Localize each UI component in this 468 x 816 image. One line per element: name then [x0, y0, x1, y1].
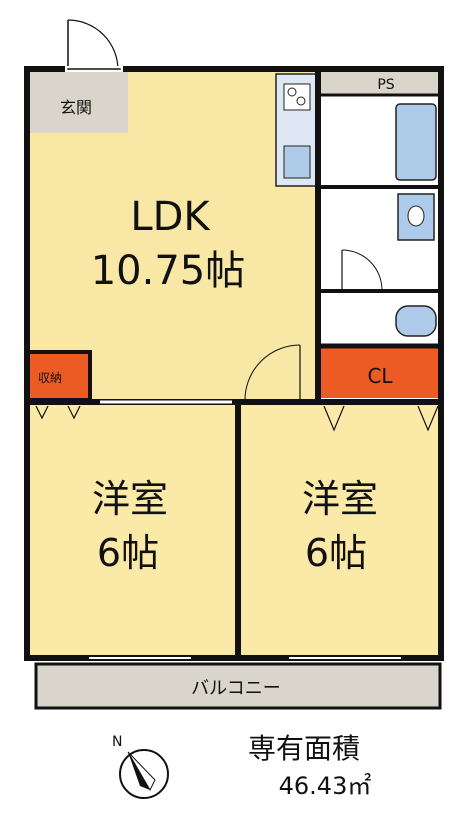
storage-area [28, 352, 90, 400]
closet-door-marks [35, 405, 439, 432]
compass-north-label: N [112, 734, 122, 750]
compass: N [112, 734, 169, 799]
storage-label: 収納 [38, 371, 62, 385]
western-room-1 [28, 404, 236, 656]
balcony-area [34, 662, 442, 710]
genkan-label: 玄関 [60, 98, 92, 117]
area-label: 専有面積 [248, 732, 360, 765]
closet-label: CL [367, 364, 393, 388]
ps-area [320, 72, 440, 94]
kitchen-counter [275, 73, 317, 187]
western-room-1-name: 洋室 [92, 477, 168, 521]
western-room-2 [240, 404, 440, 656]
ldk-label: LDK [130, 194, 211, 240]
washroom [320, 188, 440, 291]
ldk-size: 10.75帖 [91, 248, 246, 294]
balcony-label: バルコニー [191, 678, 281, 699]
western-room-2-size: 6帖 [305, 531, 367, 575]
walls [24, 66, 444, 661]
western-room-1-size: 6帖 [97, 531, 159, 575]
western-room-2-name: 洋室 [302, 477, 378, 521]
ldk-door [244, 344, 301, 401]
entrance-door [67, 19, 119, 71]
ps-label: PS [377, 77, 394, 93]
toilet [320, 292, 440, 344]
closet-area [320, 348, 440, 398]
genkan-area [28, 70, 128, 133]
area-value: 46.43㎡ [279, 772, 372, 800]
bathroom [320, 96, 440, 186]
